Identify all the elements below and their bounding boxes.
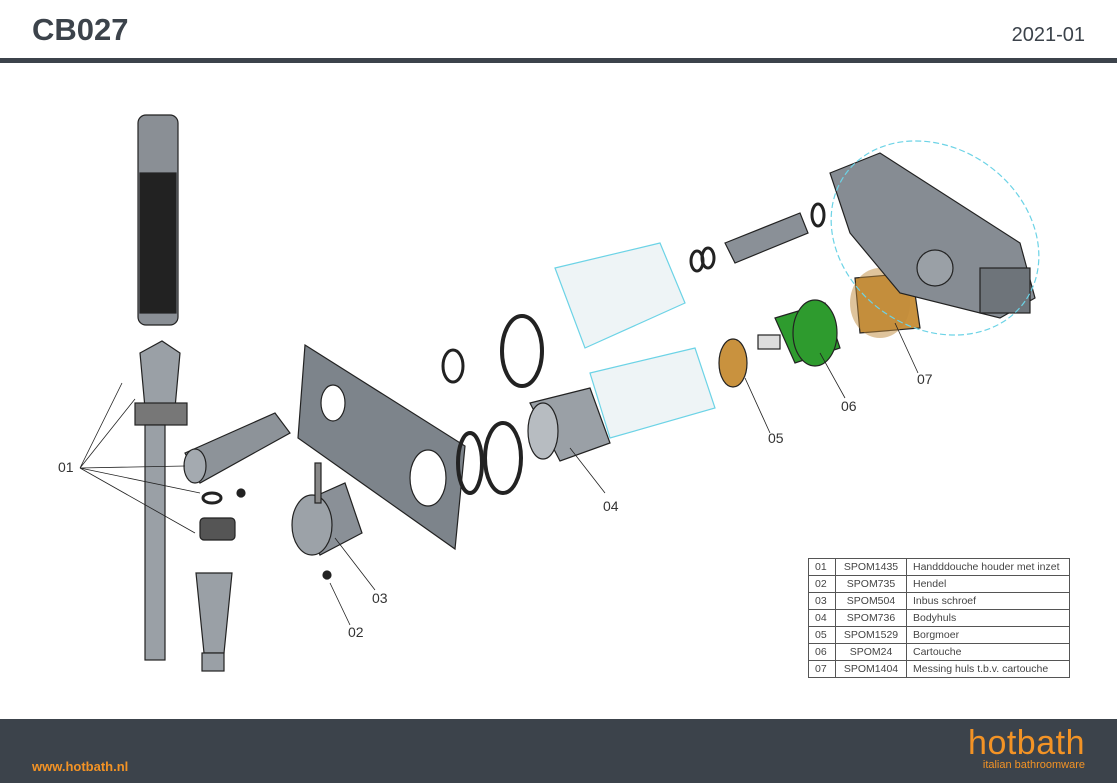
spindle bbox=[724, 212, 809, 264]
callout-01: 01 bbox=[58, 459, 74, 475]
part-code: SPOM1435 bbox=[835, 558, 907, 576]
part-code: SPOM1404 bbox=[835, 660, 907, 678]
leader-lines bbox=[79, 322, 919, 626]
slide-rail bbox=[144, 424, 166, 661]
hose-cone bbox=[195, 572, 233, 654]
hand-shower bbox=[137, 114, 179, 326]
callout-07: 07 bbox=[917, 371, 933, 387]
lock-nut bbox=[718, 338, 748, 388]
callout-03: 03 bbox=[372, 590, 388, 606]
part-description: Borgmoer bbox=[906, 626, 1070, 644]
part-description: Bodyhuls bbox=[906, 609, 1070, 627]
shower-holder bbox=[139, 340, 181, 409]
footer: www.hotbath.nl hotbath italian bathroomw… bbox=[0, 719, 1117, 783]
holder-bracket bbox=[134, 402, 188, 426]
document-date: 2021-01 bbox=[1011, 24, 1085, 46]
part-number: 06 bbox=[808, 643, 836, 661]
part-number: 03 bbox=[808, 592, 836, 610]
part-code: SPOM736 bbox=[835, 609, 907, 627]
callout-02: 02 bbox=[348, 624, 364, 640]
callout-04: 04 bbox=[603, 498, 619, 514]
part-description: Hendel bbox=[906, 575, 1070, 593]
header-divider bbox=[0, 58, 1117, 63]
part-code: SPOM1529 bbox=[835, 626, 907, 644]
part-number: 07 bbox=[808, 660, 836, 678]
part-number: 01 bbox=[808, 558, 836, 576]
part-number: 04 bbox=[808, 609, 836, 627]
exploded-diagram bbox=[79, 114, 1040, 672]
brand-tagline: italian bathroomware bbox=[982, 759, 1085, 771]
part-code: SPOM504 bbox=[835, 592, 907, 610]
part-code: SPOM735 bbox=[835, 575, 907, 593]
page-title: CB027 bbox=[32, 12, 129, 47]
brand-logo: hotbath italian bathroomware bbox=[968, 725, 1085, 771]
part-code: SPOM24 bbox=[835, 643, 907, 661]
brand-name: hotbath bbox=[968, 724, 1085, 762]
part-description: Messing huls t.b.v. cartouche bbox=[906, 660, 1070, 678]
website-link[interactable]: www.hotbath.nl bbox=[32, 759, 129, 774]
part-description: Handddouche houder met inzet bbox=[906, 558, 1070, 576]
callout-05: 05 bbox=[768, 430, 784, 446]
part-description: Inbus schroef bbox=[906, 592, 1070, 610]
part-number: 02 bbox=[808, 575, 836, 593]
part-description: Cartouche bbox=[906, 643, 1070, 661]
part-number: 05 bbox=[808, 626, 836, 644]
callout-06: 06 bbox=[841, 398, 857, 414]
